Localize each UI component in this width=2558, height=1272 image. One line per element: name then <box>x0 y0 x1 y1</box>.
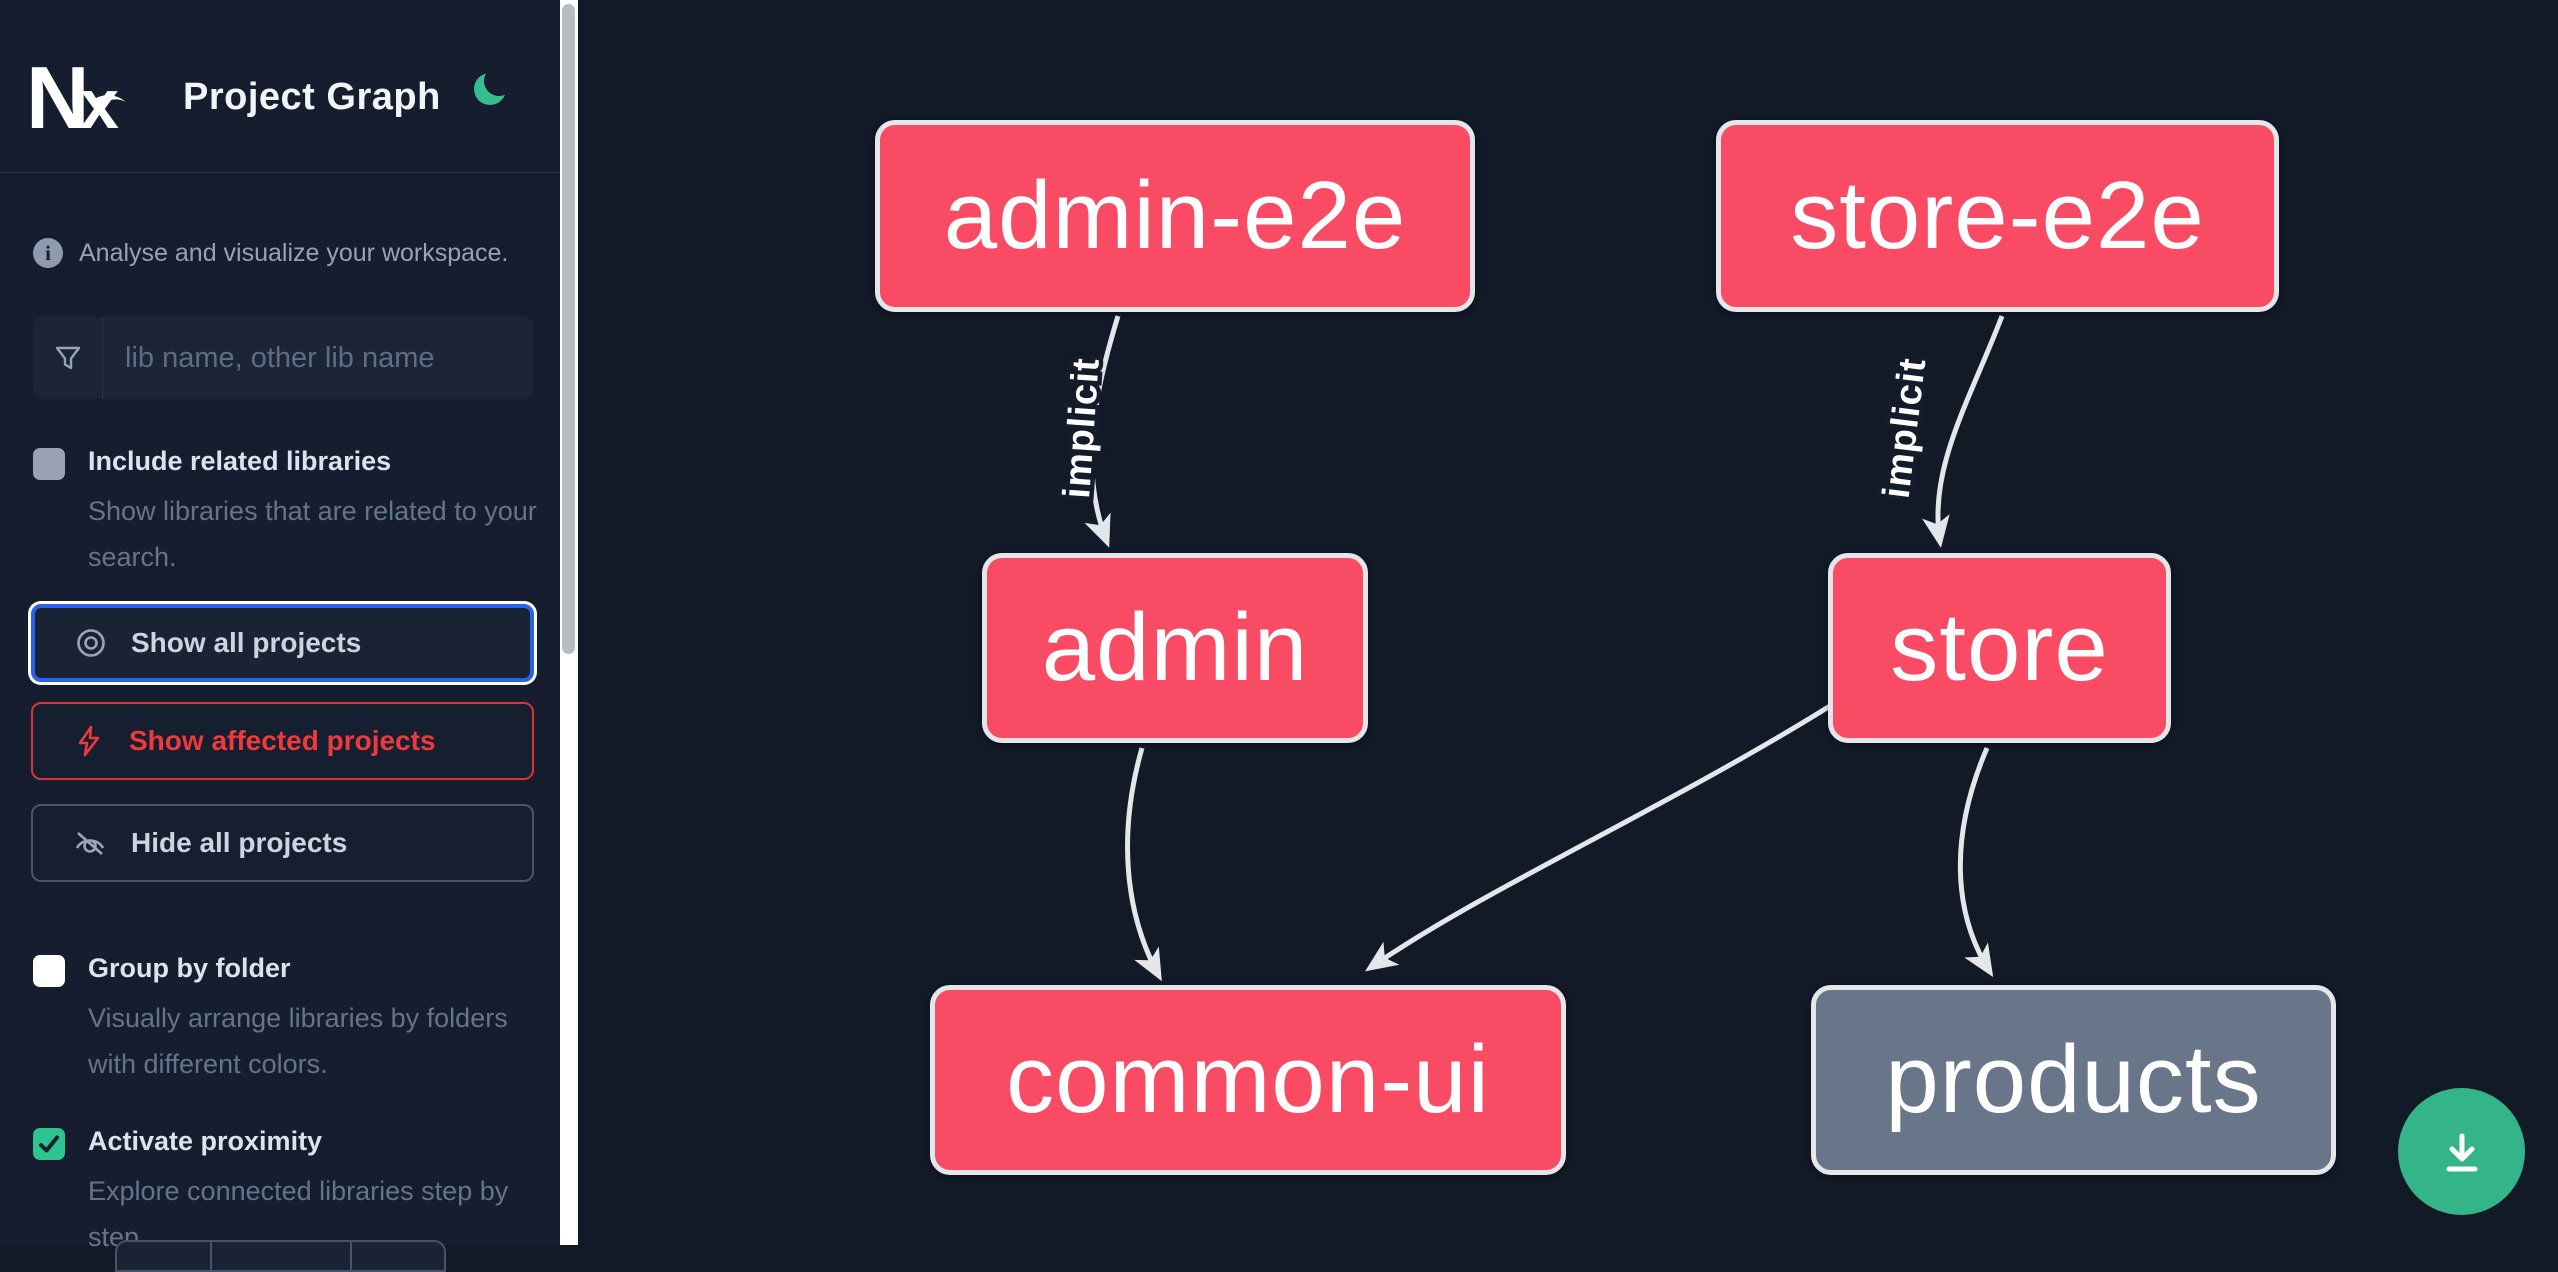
graph-edge-admin-common-ui[interactable] <box>1125 747 1162 982</box>
hide-all-projects-label: Hide all projects <box>131 827 348 858</box>
moon-icon <box>474 66 514 105</box>
dark-mode-toggle[interactable] <box>471 66 515 110</box>
workspace-tagline-row: i Analyse and visualize your workspace. <box>33 238 508 268</box>
show-affected-projects-label: Show affected projects <box>129 725 436 756</box>
include-related-description: Show libraries that are related to your … <box>88 496 537 572</box>
graph-node-admin[interactable]: admin <box>982 553 1368 743</box>
header-divider <box>0 172 560 173</box>
graph-edge-admin-e2e-admin[interactable] <box>1084 315 1121 548</box>
depth-segment-value <box>212 1242 352 1270</box>
eye-icon <box>77 629 105 657</box>
graph-node-products[interactable]: products <box>1811 985 2336 1175</box>
depth-segment-increment[interactable] <box>352 1242 444 1270</box>
show-all-projects-button[interactable]: Show all projects <box>31 604 534 682</box>
sidebar-scrollbar-track[interactable] <box>560 0 578 1245</box>
edge-label-store-e2e-store: implicit <box>1876 355 1935 500</box>
graph-node-admin-e2e[interactable]: admin-e2e <box>875 120 1475 312</box>
show-affected-projects-button[interactable]: Show affected projects <box>31 702 534 780</box>
filter-funnel-icon <box>33 317 103 399</box>
graph-edge-store-products[interactable] <box>1957 747 1994 978</box>
info-icon: i <box>33 238 63 268</box>
sidebar-scrollbar-thumb[interactable] <box>562 4 575 654</box>
graph-edge-store-e2e-store[interactable] <box>1922 315 2005 548</box>
search-input[interactable] <box>103 317 534 399</box>
bolt-icon <box>78 725 100 757</box>
sidebar: N x Project Graph i Analyse and visualiz… <box>0 0 560 1272</box>
graph-node-common-ui[interactable]: common-ui <box>930 985 1566 1175</box>
eye-slash-icon <box>75 832 105 855</box>
graph-node-store-e2e[interactable]: store-e2e <box>1716 120 2279 312</box>
graph-edges-layer: implicit implicit <box>1052 315 2005 982</box>
checkmark-icon <box>39 1135 59 1153</box>
group-by-folder-label[interactable]: Group by folder <box>88 953 291 983</box>
depth-segment-decrement[interactable] <box>117 1242 212 1270</box>
graph-edge-store-common-ui[interactable] <box>1365 703 1832 972</box>
include-related-checkbox[interactable] <box>33 448 65 480</box>
group-by-folder-checkbox[interactable] <box>33 955 65 987</box>
download-graph-button[interactable] <box>2398 1088 2525 1215</box>
activate-proximity-label[interactable]: Activate proximity <box>88 1126 323 1156</box>
workspace-tagline: Analyse and visualize your workspace. <box>79 238 509 267</box>
group-by-folder-description: Visually arrange libraries by folders wi… <box>88 1003 508 1079</box>
nx-logo: N x <box>30 62 126 136</box>
edge-label-admin-e2e-admin: implicit <box>1056 356 1108 500</box>
hide-all-projects-button[interactable]: Hide all projects <box>31 804 534 882</box>
download-icon <box>2446 1133 2477 1171</box>
page-title: Project Graph <box>183 76 441 118</box>
graph-node-store[interactable]: store <box>1828 553 2171 743</box>
show-all-projects-label: Show all projects <box>131 627 362 658</box>
project-graph-canvas[interactable]: implicit implicit admin-e2e store-e2e admin… <box>578 0 2558 1245</box>
include-related-label[interactable]: Include related libraries <box>88 446 392 476</box>
svg-text:N: N <box>30 62 90 136</box>
activate-proximity-checkbox[interactable] <box>33 1128 65 1160</box>
filter-search-box <box>33 317 534 399</box>
